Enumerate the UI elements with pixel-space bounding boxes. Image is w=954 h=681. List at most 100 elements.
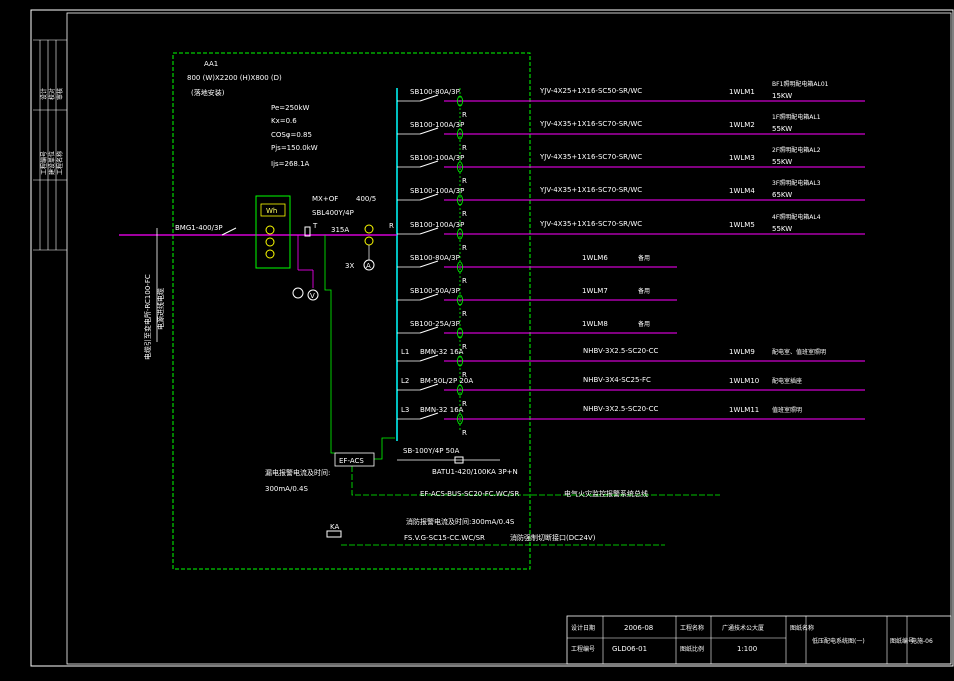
- ka-relay: [326, 530, 342, 538]
- feeder-id-label: 1WLM1: [729, 88, 755, 96]
- title-block: 设计日期 2006-08 工程名称 广通技术公大厦 工程编号 GLD06-01 …: [566, 615, 952, 665]
- rcd-symbol: [457, 194, 463, 206]
- feeder-destination-label: 3F照明配电箱AL3: [772, 179, 821, 187]
- feeder-load-label: 65KW: [772, 191, 792, 199]
- voltmeter-letter: V: [310, 292, 315, 300]
- title-code: GLD06-01: [612, 645, 647, 653]
- main-switch-label-2: SBL400Y/4P: [312, 209, 354, 217]
- left-strip-label-6: 工程名称: [56, 151, 64, 175]
- breaker-symbol: [419, 260, 439, 268]
- ka-line-note: 消防强制切断接口(DC24V): [510, 533, 596, 542]
- feeder-cable-label: NHBV-3X2.5-SC20-CC: [583, 405, 659, 413]
- title-scale-label: 图纸比例: [680, 645, 704, 653]
- ef-acs-bus-line: [351, 466, 720, 496]
- feeder-load-label: 55KW: [772, 125, 792, 133]
- ct-symbol-1: [364, 224, 374, 234]
- meter-wh: [260, 203, 286, 217]
- ka-note: 消防报警电流及时间:300mA/0.4S: [406, 517, 515, 526]
- feeder-id-label: 1WLM10: [729, 377, 759, 385]
- feeder-destination-label: 1F照明配电箱AL1: [772, 113, 821, 121]
- title-drawing-label: 图纸名称: [790, 624, 814, 632]
- rcd-symbol: [457, 95, 463, 107]
- left-strip-label-5: 建设单位: [48, 151, 56, 175]
- meter-box: [255, 195, 291, 269]
- feeder-cable-label: YJV-4X25+1X16-SC50-SR/WC: [539, 87, 642, 95]
- label-t: T: [312, 222, 318, 230]
- ef-acs-box-label: EF-ACS: [339, 457, 364, 465]
- feeder-breaker-label: SB100-50A/3P: [410, 287, 460, 295]
- feeder-id-label: 1WLM3: [729, 154, 755, 162]
- feeder-id-label: 1WLM8: [582, 320, 608, 328]
- feeder-destination-label: 备用: [638, 287, 650, 295]
- rcd-symbol: [457, 161, 463, 173]
- ef-acs-note-2: 300mA/0.4S: [265, 485, 308, 493]
- title-date: 2006-08: [624, 624, 653, 632]
- rcd-r-label: R: [462, 244, 467, 252]
- rcd-r-label: R: [462, 277, 467, 285]
- breaker-symbol: [419, 293, 439, 301]
- feeder-breaker-label: SB100-100A/3P: [410, 154, 464, 162]
- feeder-id-label: 1WLM7: [582, 287, 608, 295]
- feeder-breaker-label: BM-50L/2P 20A: [420, 377, 473, 385]
- breaker-symbol: [419, 383, 439, 391]
- feeder-destination-label: 配电室插座: [772, 377, 802, 385]
- incoming-breaker-label: BMG1-400/3P: [175, 224, 223, 232]
- voltmeter-symbol: [307, 289, 319, 301]
- feeder-phase-label: L1: [401, 348, 409, 356]
- meter-ct-3: [265, 249, 275, 259]
- ammeter-symbol: [363, 259, 375, 271]
- panel-kx: Kx=0.6: [271, 117, 297, 125]
- feeder-id-label: 1WLM4: [729, 187, 755, 195]
- indicator-lamp: [292, 287, 304, 299]
- breaker-symbol: [419, 160, 439, 168]
- fuse-symbol: [304, 226, 311, 237]
- feeder-id-label: 1WLM5: [729, 221, 755, 229]
- feeder-circuit-10: R BM-50L/2P 20A L2 NHBV-3X4-SC25-FC 1WLM10 配电…: [397, 376, 865, 408]
- rcd-symbol: [457, 128, 463, 140]
- rcd-symbol: [457, 261, 463, 273]
- ef-acs-note-1: 漏电报警电流及时间:: [265, 468, 330, 477]
- breaker-symbol: [419, 326, 439, 334]
- feeder-phase-label: L2: [401, 377, 409, 385]
- meter-ct-2: [265, 237, 275, 247]
- ka-line-label: FS.V.G-SC15-CC.WC/SR: [404, 534, 485, 542]
- breaker-symbol: [419, 412, 439, 420]
- rcd-r-label: R: [462, 210, 467, 218]
- main-switch-label-1: MX+OF: [312, 195, 338, 203]
- ef-acs-bus-label: EF-ACS-BUS-SC20-FC.WC/SR: [420, 490, 520, 498]
- label-r: R: [389, 222, 394, 230]
- ka-label: KA: [330, 523, 339, 531]
- feeder-breaker-label: SB100-80A/3P: [410, 254, 460, 262]
- breaker-symbol: [419, 127, 439, 135]
- title-code-label: 工程编号: [571, 645, 595, 653]
- breaker-symbol: [419, 354, 439, 362]
- feeder-destination-label: 值班室照明: [772, 406, 802, 414]
- rcd-r-label: R: [462, 400, 467, 408]
- feeder-cable-label: YJV-4X35+1X16-SC70-SR/WC: [539, 120, 642, 128]
- feeder-cable-label: NHBV-3X4-SC25-FC: [583, 376, 651, 384]
- meter-ct-1: [265, 225, 275, 235]
- feeder-destination-label: 2F照明配电箱AL2: [772, 146, 821, 154]
- ef-acs-wiring-2: [374, 437, 395, 460]
- rcd-symbol: [457, 294, 463, 306]
- panel-frame: [172, 52, 531, 570]
- rcd-r-label: R: [462, 144, 467, 152]
- inner-border: [66, 12, 952, 665]
- feeder-load-label: 15KW: [772, 92, 792, 100]
- title-drawing: 低压配电系统图(一): [812, 637, 865, 645]
- rcd-r-label: R: [462, 429, 467, 437]
- spd-device-label: BATU1-420/100KA 3P+N: [432, 468, 518, 476]
- incoming-cable-note: 电源进线电缆: [156, 288, 165, 330]
- title-no-label: 图纸编号: [890, 637, 914, 645]
- feeder-destination-label: 备用: [638, 320, 650, 328]
- feeder-breaker-label: SB100-100A/3P: [410, 221, 464, 229]
- ef-acs-wiring: [324, 235, 335, 454]
- feeder-breaker-label: BMN-32 16A: [420, 348, 464, 356]
- spd-device: [454, 456, 464, 464]
